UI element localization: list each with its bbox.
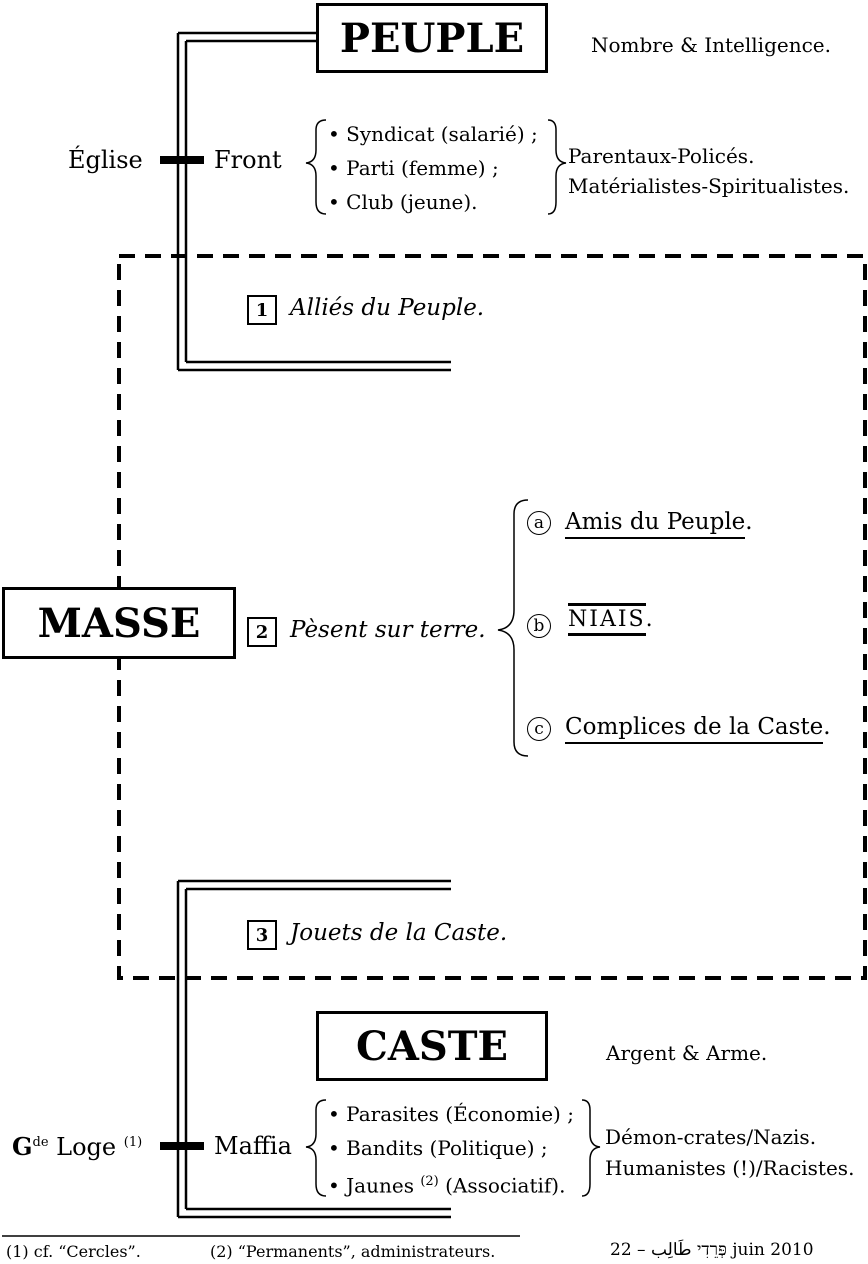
masse-title-box: MASSE	[2, 587, 236, 659]
peuple-side-line: Matérialistes-Spiritualistes.	[568, 174, 850, 198]
sub-c-letter: c	[527, 717, 551, 741]
item3-text: Jouets de la Caste.	[290, 920, 508, 946]
signature-hebrew: פְּרֵדִי	[696, 1240, 727, 1260]
sub-c-tail: .	[823, 714, 831, 740]
caste-note: Argent & Arme.	[606, 1041, 768, 1065]
caste-title: CASTE	[355, 1022, 508, 1070]
caste-list-ref: (2)	[420, 1174, 439, 1189]
peuple-list: • Syndicat (salarié) ; • Parti (femme) ;…	[328, 117, 538, 219]
caste-list: • Parasites (Économie) ; • Bandits (Poli…	[328, 1097, 574, 1203]
item1-number: 1	[247, 295, 277, 325]
footnote-1: (1) cf. “Cercles”.	[6, 1242, 141, 1261]
peuple-list-item: • Club (jeune).	[328, 190, 478, 214]
eglise-text: Église	[68, 146, 143, 174]
masse-title: MASSE	[37, 599, 201, 647]
front-label: Front	[214, 146, 282, 174]
peuple-title: PEUPLE	[339, 14, 525, 62]
sub-b: NIAIS.	[568, 603, 653, 636]
sub-a-letter: a	[527, 511, 551, 535]
eglise-label: Église	[68, 146, 143, 174]
item3-number: 3	[247, 920, 277, 950]
caste-title-box: CASTE	[316, 1011, 548, 1081]
sub-a-tail: .	[745, 509, 753, 535]
caste-list-item: • Parasites (Économie) ;	[328, 1102, 574, 1126]
grande-loge-label: Gde Loge (1)	[12, 1132, 142, 1161]
sub-b-letter: b	[527, 614, 551, 638]
peuple-list-item: • Parti (femme) ;	[328, 156, 499, 180]
peuple-title-box: PEUPLE	[316, 3, 548, 73]
signature-date: – 22 juin 2010	[610, 1240, 814, 1260]
signature-arabic: طَالِب	[650, 1240, 692, 1260]
signature: פְּרֵדִי طَالِب – 22 juin 2010	[610, 1240, 814, 1260]
peuple-note: Nombre & Intelligence.	[591, 33, 831, 57]
maffia-label: Maffia	[214, 1132, 292, 1160]
sub-a: Amis du Peuple.	[565, 509, 753, 539]
caste-side: Démon-crates/Nazis. Humanistes (!)/Racis…	[605, 1122, 854, 1184]
sub-c: Complices de la Caste.	[565, 714, 831, 744]
item2-text: Pèsent sur terre.	[290, 617, 486, 643]
caste-list-item-assoc: (Associatif).	[445, 1173, 566, 1198]
sub-b-tail: .	[645, 607, 653, 632]
gl-g: G	[12, 1132, 33, 1161]
peuple-side-line: Parentaux-Policés.	[568, 144, 755, 168]
caste-list-item: • Bandits (Politique) ;	[328, 1136, 548, 1160]
caste-list-item-jaunes: • Jaunes	[328, 1173, 414, 1198]
item2-number: 2	[247, 617, 277, 647]
item1-text: Alliés du Peuple.	[290, 295, 485, 321]
gl-de: de	[32, 1135, 49, 1150]
peuple-list-item: • Syndicat (salarié) ;	[328, 122, 538, 146]
peuple-side: Parentaux-Policés. Matérialistes-Spiritu…	[568, 141, 849, 201]
sub-a-text: Amis du Peuple	[565, 509, 746, 539]
caste-side-line: Démon-crates/Nazis.	[605, 1125, 817, 1149]
sub-b-text: NIAIS	[568, 603, 646, 636]
caste-side-line: Humanistes (!)/Racistes.	[605, 1156, 855, 1180]
sub-c-text: Complices de la Caste	[565, 714, 824, 744]
maffia-text: Maffia	[214, 1132, 292, 1160]
front-text: Front	[214, 146, 282, 174]
footnote-2: (2) “Permanents”, administrateurs.	[210, 1242, 496, 1261]
gl-rest: Loge	[56, 1133, 117, 1161]
caste-list-item: • Jaunes (2) (Associatif).	[328, 1165, 574, 1203]
gl-ref: (1)	[123, 1135, 143, 1150]
